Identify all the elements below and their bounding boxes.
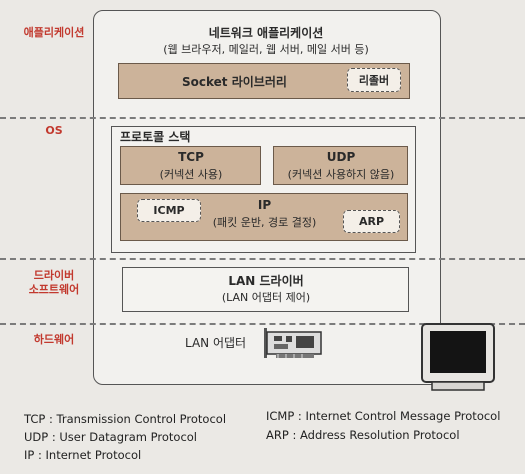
- resolver-box: 리졸버: [347, 68, 401, 92]
- icmp-box: ICMP: [137, 199, 201, 222]
- layer-label-driver: 드라이버 소프트웨어: [14, 269, 94, 297]
- socket-library-box: Socket 라이브러리: [118, 63, 410, 99]
- legend-icmp: ICMP : Internet Control Message Protocol: [266, 409, 501, 423]
- divider-driver-hardware: [0, 323, 525, 325]
- monitor-icon: [421, 323, 495, 391]
- resolver-label: 리졸버: [358, 74, 390, 87]
- tcp-desc: (커넥션 사용): [159, 168, 223, 181]
- legend-arp: ARP : Address Resolution Protocol: [266, 428, 460, 442]
- lan-adapter-label: LAN 어댑터: [185, 336, 247, 350]
- network-app-title: 네트워크 애플리케이션: [208, 26, 324, 40]
- ip-desc: (패킷 운반, 경로 결정): [212, 216, 317, 229]
- tcp-label: TCP: [178, 150, 204, 164]
- lan-driver-desc: (LAN 어댑터 제어): [221, 291, 311, 304]
- udp-desc: (커넥션 사용하지 않음): [287, 168, 395, 181]
- layer-label-driver-line2: 소프트웨어: [28, 283, 80, 296]
- layer-label-driver-line1: 드라이버: [33, 269, 75, 282]
- ip-label: IP: [257, 198, 272, 212]
- icmp-label: ICMP: [153, 204, 185, 217]
- socket-library-label: Socket 라이브러리: [182, 75, 287, 89]
- lan-driver-title: LAN 드라이버: [228, 274, 304, 288]
- layer-label-application: 애플리케이션: [23, 26, 85, 39]
- lan-adapter-card-icon: [264, 328, 322, 358]
- network-app-subtitle: (웹 브라우저, 메일러, 웹 서버, 메일 서버 등): [163, 43, 369, 56]
- layer-label-hardware: 하드웨어: [33, 333, 75, 346]
- arp-box: ARP: [343, 210, 400, 233]
- divider-app-os: [0, 117, 525, 119]
- protocol-stack-title: 프로토콜 스택: [120, 130, 191, 144]
- tcp-box: [120, 146, 261, 185]
- lan-driver-box: [122, 267, 409, 312]
- legend-udp: UDP : User Datagram Protocol: [24, 430, 197, 444]
- legend-tcp: TCP : Transmission Control Protocol: [24, 412, 227, 426]
- arp-label: ARP: [358, 215, 385, 228]
- legend-ip: IP : Internet Protocol: [24, 448, 142, 462]
- udp-box: [273, 146, 408, 185]
- udp-label: UDP: [326, 150, 356, 164]
- divider-os-driver: [0, 258, 525, 260]
- layer-label-os: OS: [45, 124, 63, 137]
